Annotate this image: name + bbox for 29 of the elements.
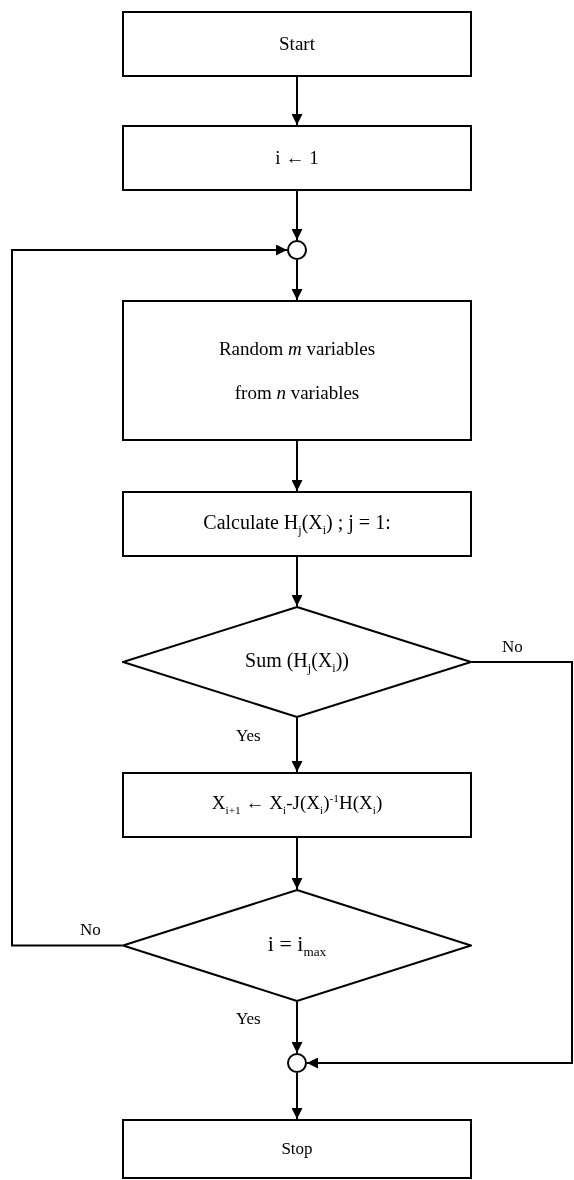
step-text: X$_{i+1}$ ← X$_{i}$-J(X$_{i}$)$^{-1}$H(X$_{i}$) bbox=[211, 792, 383, 818]
connector-circle bbox=[287, 1053, 307, 1073]
arrow bbox=[291, 190, 303, 241]
arrow bbox=[291, 76, 303, 126]
arrow bbox=[291, 259, 303, 301]
condition-text: i = i$_{max}$ bbox=[267, 930, 327, 961]
arrow bbox=[291, 440, 303, 492]
step-text: i ← 1 bbox=[275, 146, 319, 170]
step-text: Calculate H$_{j}$(X$_{i}$) ; j = 1: bbox=[203, 510, 391, 538]
process-box bbox=[122, 1119, 472, 1179]
process-box bbox=[122, 772, 472, 838]
step-text: Start bbox=[279, 32, 315, 56]
arrow bbox=[11, 244, 288, 947]
arrow bbox=[291, 1001, 303, 1054]
step-text: Stop bbox=[281, 1138, 313, 1160]
step-text: Random m variables from n variables bbox=[217, 336, 377, 405]
process-box bbox=[122, 125, 472, 191]
process-box bbox=[122, 11, 472, 77]
process-box bbox=[122, 491, 472, 557]
condition-text: Sum (H$_{j}$(X$_{i}$)) bbox=[245, 648, 349, 676]
decision-diamond bbox=[122, 889, 472, 1002]
arrow bbox=[306, 661, 573, 1069]
arrow bbox=[291, 717, 303, 773]
arrow bbox=[291, 556, 303, 607]
process-box bbox=[122, 300, 472, 441]
decision-diamond bbox=[122, 606, 472, 718]
arrow bbox=[291, 837, 303, 890]
arrow bbox=[291, 1072, 303, 1120]
connector-circle bbox=[287, 240, 307, 260]
